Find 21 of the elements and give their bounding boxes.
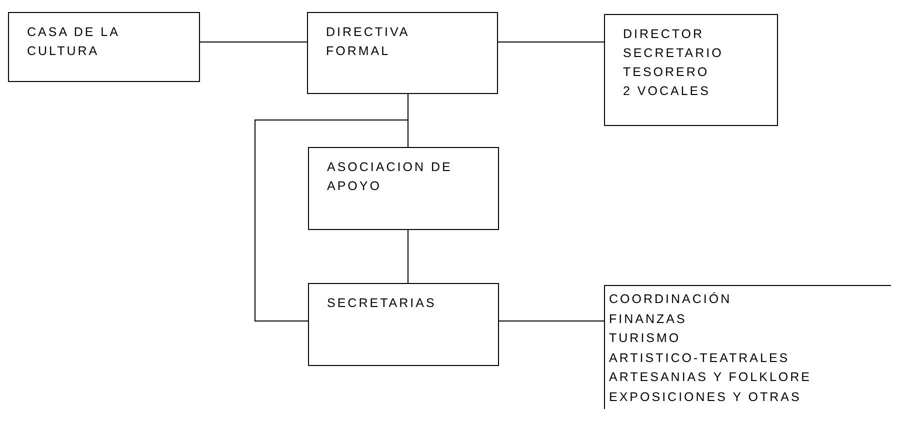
box-label: 2 VOCALES <box>623 83 710 100</box>
box-label: ARTESANIAS Y FOLKLORE <box>609 369 812 386</box>
box-label: EXPOSICIONES Y OTRAS <box>609 388 802 406</box>
box-label: SECRETARIAS <box>327 295 436 312</box>
org-box <box>604 14 778 126</box>
box-label: CASA DE LA CULTURA <box>27 24 120 60</box>
box-label: ASOCIACION DE APOYO <box>327 159 454 195</box>
box-label: COORDINACIÓN <box>609 291 732 308</box>
org-box <box>307 12 498 94</box>
org-box <box>8 12 200 82</box>
box-label: DIRECTOR <box>623 26 704 43</box>
list-bracket <box>604 285 891 409</box>
box-label: TURISMO <box>609 330 681 347</box>
box-label: ARTISTICO-TEATRALES <box>609 350 790 366</box>
box-label: SECRETARIO <box>623 45 724 62</box>
org-box <box>308 147 499 230</box>
box-label: DIRECTIVA FORMAL <box>326 24 410 60</box>
box-label: TESORERO <box>623 64 710 81</box>
connector-line <box>498 320 604 322</box>
org-box <box>308 283 499 366</box>
box-label: FINANZAS <box>609 310 687 328</box>
